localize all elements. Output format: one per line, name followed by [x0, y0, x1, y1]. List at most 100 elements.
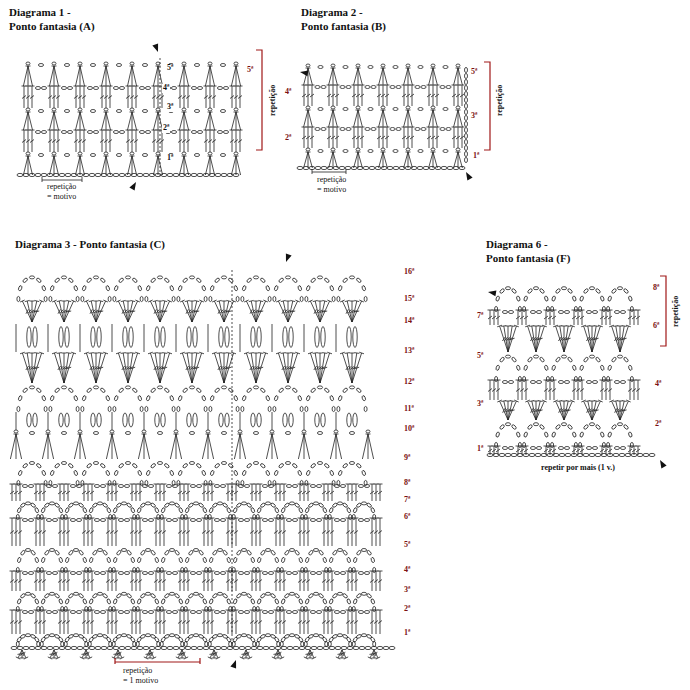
chain-stitch	[61, 131, 66, 134]
double-crochet	[86, 650, 90, 658]
cluster-stitch	[106, 156, 111, 175]
double-crochet	[202, 531, 206, 534]
double-crochet	[435, 94, 439, 97]
chain-stitch	[368, 66, 373, 69]
chain-stitch	[126, 593, 132, 599]
double-crochet	[274, 580, 278, 583]
chain-stitch	[178, 507, 183, 513]
chain-stitch	[333, 166, 339, 169]
double-crochet	[330, 518, 335, 519]
double-crochet	[410, 94, 414, 97]
double-crochet	[18, 621, 22, 624]
cluster-stitch	[102, 156, 107, 175]
double-crochet	[162, 491, 166, 494]
double-crochet	[385, 136, 389, 139]
chain-stitch	[368, 108, 373, 111]
chain-stitch	[166, 572, 171, 575]
chain-stitch	[221, 646, 227, 649]
chain-stitch	[334, 519, 339, 522]
cluster-stitch	[182, 156, 187, 157]
double-crochet	[306, 621, 310, 624]
double-crochet	[186, 86, 191, 87]
chain-stitch	[145, 87, 150, 90]
chain-stitch	[456, 106, 460, 109]
chain-stitch	[315, 166, 321, 169]
chain-stitch	[191, 173, 197, 176]
double-crochet	[210, 621, 214, 624]
chain-stitch	[241, 634, 246, 637]
chain-stitch	[257, 507, 262, 513]
chain-stitch	[223, 131, 228, 134]
chain-stitch	[185, 557, 189, 563]
chain-stitch	[145, 634, 150, 637]
double-crochet	[42, 610, 47, 611]
chain-stitch	[286, 519, 291, 522]
cluster-stitch	[50, 66, 55, 86]
chain-stitch	[97, 549, 102, 552]
chain-stitch	[181, 567, 184, 572]
chain-stitch	[256, 514, 259, 519]
chain-stitch	[97, 502, 102, 505]
double-crochet	[56, 657, 60, 659]
double-crochet	[374, 491, 378, 494]
chain-stitch	[191, 646, 197, 649]
double-crochet	[18, 580, 22, 583]
chain-stitch	[78, 62, 82, 65]
cluster-stitch	[329, 68, 333, 85]
chain-stitch	[16, 567, 19, 572]
chain-stitch	[396, 128, 401, 131]
double-crochet	[234, 571, 239, 572]
double-crochet	[385, 94, 389, 97]
chain-stitch	[325, 567, 328, 572]
chain-stitch	[184, 567, 187, 572]
chain-stitch	[343, 150, 348, 153]
chain-stitch	[161, 507, 166, 513]
chain-stitch	[17, 557, 21, 563]
cluster-stitch	[331, 68, 336, 69]
double-crochet	[18, 491, 22, 494]
chain-stitch	[184, 514, 187, 519]
chain-stitch	[198, 550, 204, 556]
chain-stitch	[465, 151, 468, 156]
chain-stitch	[93, 131, 98, 134]
double-crochet	[18, 610, 23, 611]
chain-stitch	[126, 550, 132, 556]
chain-stitch	[421, 86, 426, 89]
chain-stitch	[253, 606, 256, 611]
chain-stitch	[250, 598, 255, 604]
chain-stitch	[89, 557, 93, 563]
double-crochet	[182, 621, 186, 624]
double-crochet	[226, 531, 230, 534]
chain-stitch	[171, 87, 176, 90]
double-crochet	[340, 658, 345, 659]
chain-stitch	[313, 502, 318, 505]
double-crochet	[238, 130, 243, 131]
chain-stitch	[214, 485, 219, 488]
cluster-stitch	[132, 66, 137, 86]
chain-stitch	[139, 131, 144, 134]
chain-stitch	[166, 485, 171, 488]
double-crochet	[66, 491, 70, 494]
double-crochet	[24, 657, 28, 659]
chain-stitch	[208, 567, 211, 572]
double-crochet	[66, 518, 71, 519]
double-crochet	[326, 491, 330, 494]
double-crochet	[330, 610, 335, 611]
chain-stitch	[143, 173, 149, 176]
chain-stitch	[390, 128, 395, 131]
double-crochet	[258, 484, 263, 485]
double-crochet	[238, 96, 242, 99]
chain-stitch	[316, 611, 321, 614]
chain-stitch	[95, 646, 101, 649]
chain-stitch	[268, 519, 273, 522]
cluster-stitch	[179, 112, 184, 130]
double-crochet	[306, 580, 310, 583]
chain-stitch	[381, 106, 385, 109]
chain-stitch	[208, 62, 212, 65]
double-crochet	[158, 580, 162, 583]
double-crochet	[58, 580, 62, 583]
chain-stitch	[393, 150, 398, 153]
double-crochet	[350, 580, 354, 583]
double-crochet	[298, 580, 302, 583]
double-crochet	[248, 657, 252, 659]
